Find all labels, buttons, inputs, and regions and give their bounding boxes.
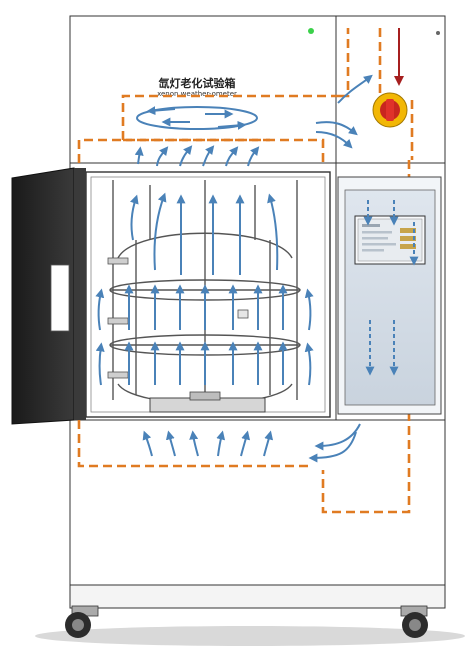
status-led-icon [308, 28, 314, 34]
caster-wheel-left [65, 605, 99, 638]
upper-duct-loop [121, 94, 340, 140]
right-upper-duct [340, 28, 350, 98]
chamber-exit-arrows [134, 145, 260, 167]
bottom-intake-arrows [142, 423, 361, 463]
chamber-door[interactable] [11, 167, 86, 425]
bottom-return-duct [77, 420, 312, 468]
upper-right-flow [315, 74, 373, 149]
floor-shadow [35, 626, 465, 646]
upper-swirl [136, 106, 258, 130]
chamber-airflow-arrows [95, 192, 314, 386]
caster-wheel-right [400, 605, 428, 638]
screw-icon [436, 31, 440, 35]
emergency-stop-switch-icon[interactable] [372, 92, 408, 128]
title-cn: 氙灯老化试验箱 [159, 76, 236, 90]
specimen-rack [107, 180, 301, 413]
base-plinth [69, 584, 446, 609]
airflow-circuit [77, 28, 414, 514]
title-en: xenon weather-ometer [157, 90, 237, 98]
chamber-top-duct [77, 138, 325, 163]
control-panel-column [337, 176, 442, 415]
door-window [50, 264, 70, 332]
